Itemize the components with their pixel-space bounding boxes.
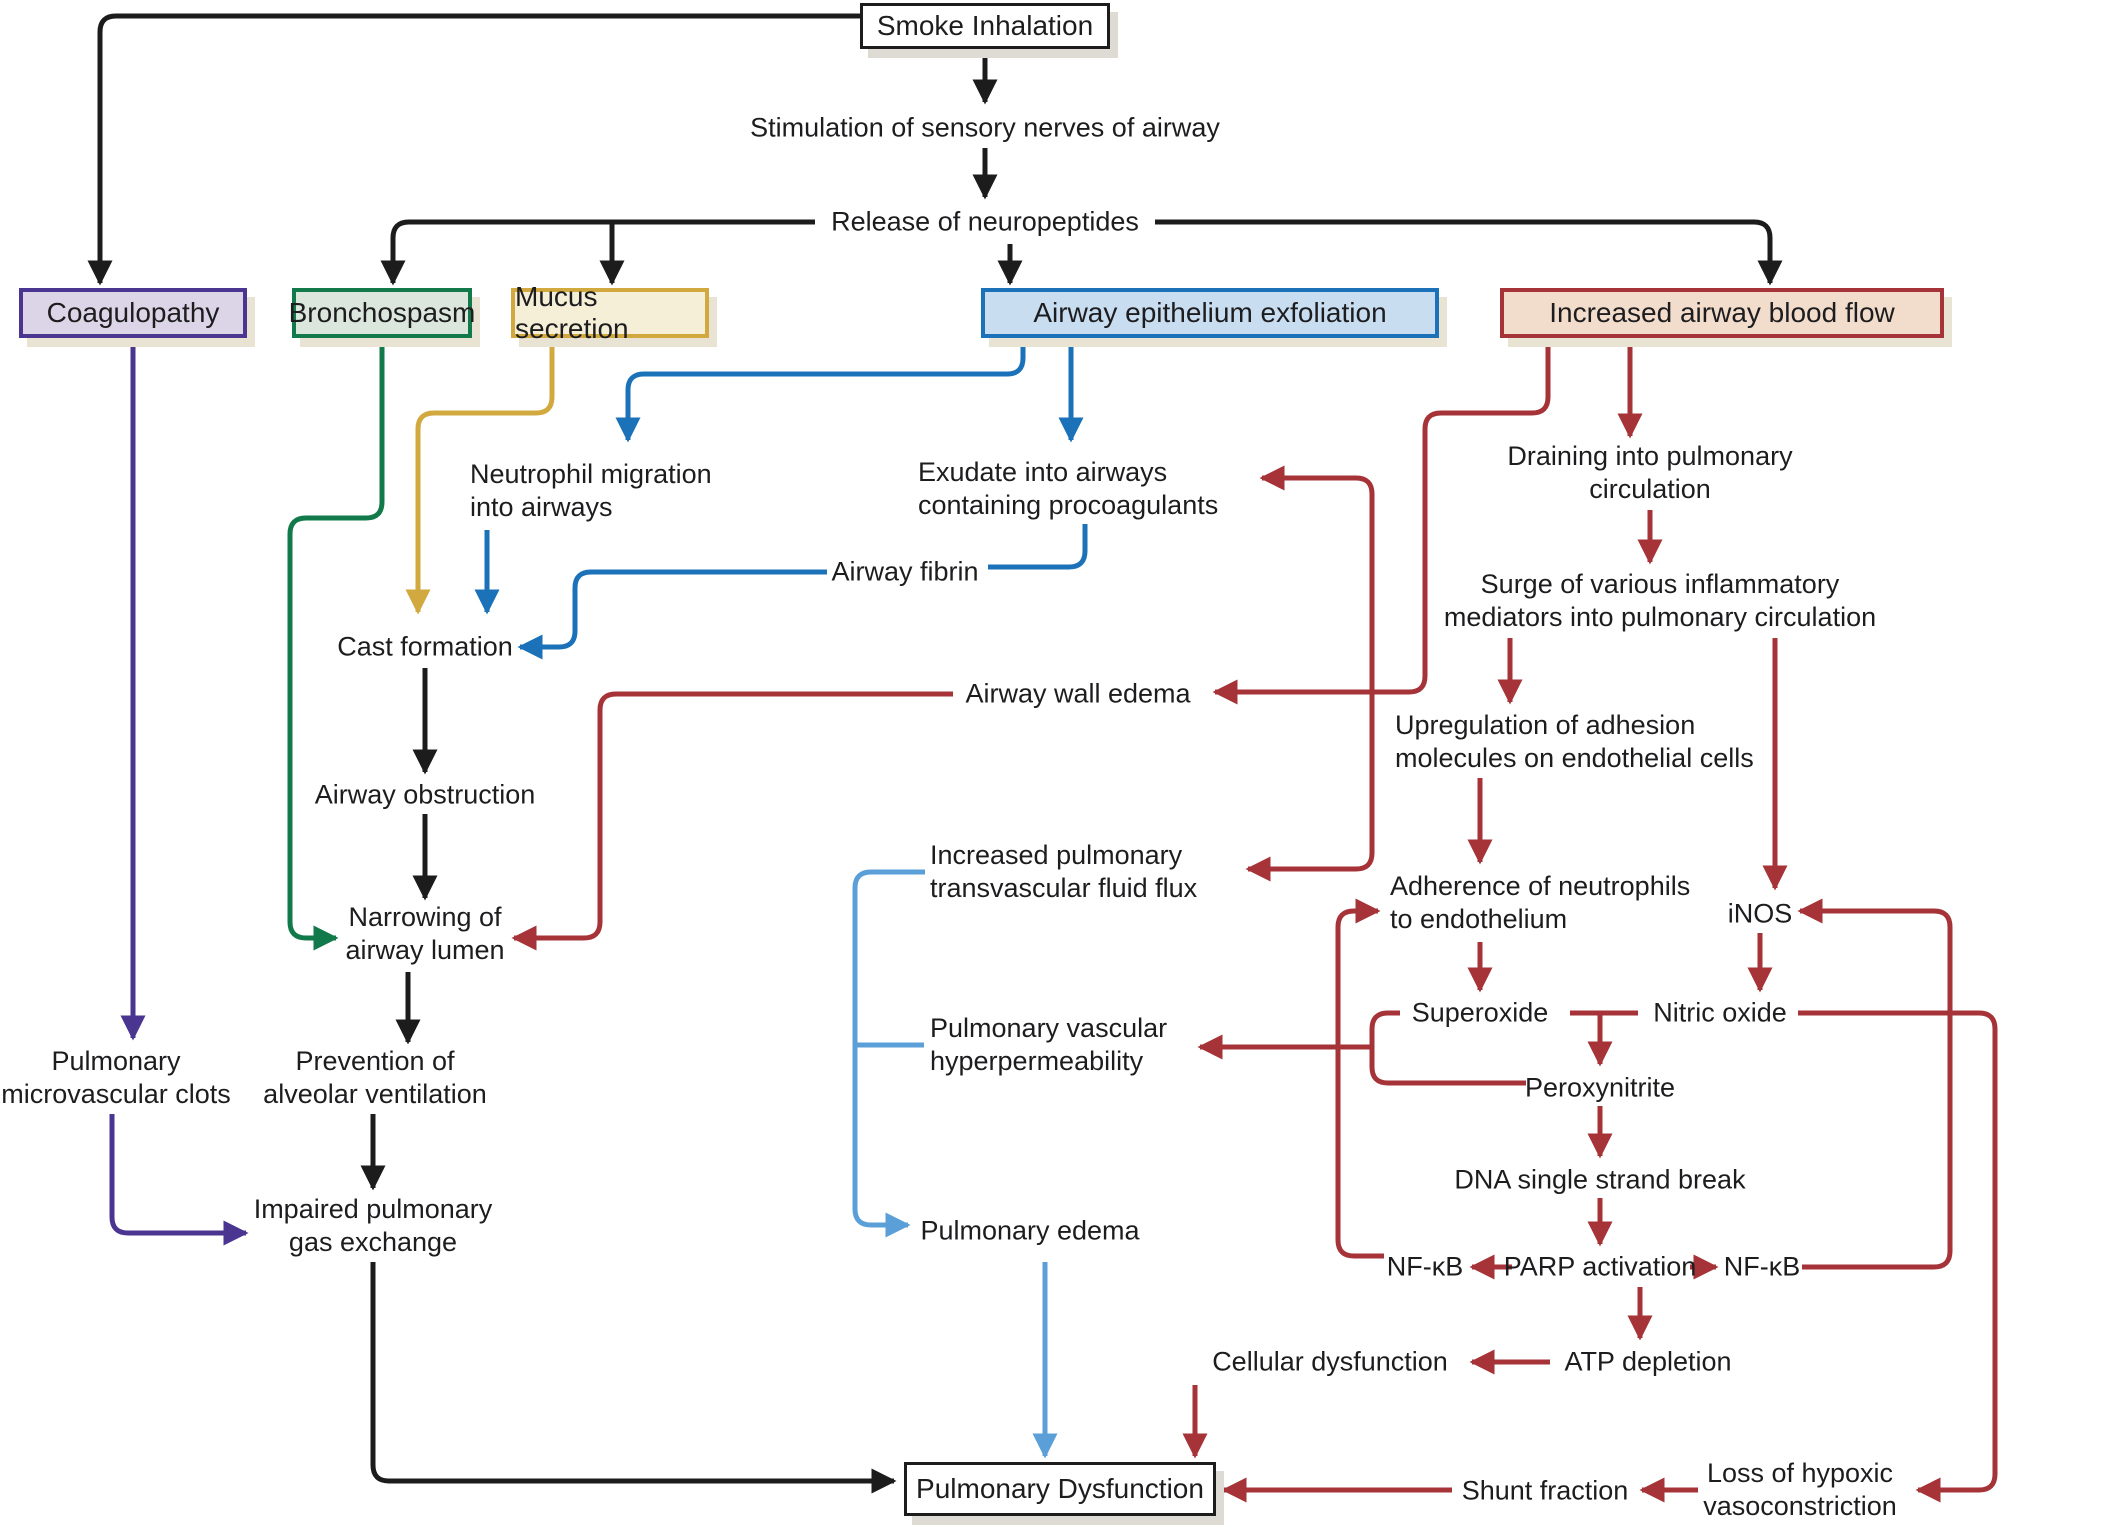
node-superoxide: Superoxide: [1411, 997, 1549, 1028]
node-hyperpermeability: Pulmonary vascular hyperpermeability: [930, 1013, 1168, 1076]
node-airway-obstruction: Airway obstruction: [314, 779, 536, 810]
edge-spine-exudate: [1259, 465, 1375, 692]
node-airway-wall-edema: Airway wall edema: [965, 678, 1191, 709]
node-nfkb-right: NF-κB: [1723, 1251, 1801, 1282]
node-increased-airway-blood-flow: Increased airway blood flow: [1500, 288, 1944, 338]
node-impaired-gas-exchange: Impaired pulmonary gas exchange: [253, 1194, 493, 1257]
node-cast-formation: Cast formation: [337, 631, 513, 662]
node-nitric-oxide: Nitric oxide: [1653, 997, 1787, 1028]
edge-release-incblood: [1155, 219, 1783, 286]
node-peroxynitrite: Peroxynitrite: [1524, 1072, 1676, 1103]
node-airway-epithelium-exfoliation: Airway epithelium exfoliation: [981, 288, 1439, 338]
node-draining: Draining into pulmonary circulation: [1507, 441, 1793, 504]
edge-smoke-coagulopathy: [87, 13, 860, 286]
node-neutrophil-migration: Neutrophil migration into airways: [470, 459, 712, 522]
node-cellular-dysfunction: Cellular dysfunction: [1212, 1346, 1448, 1377]
node-airway-fibrin: Airway fibrin: [831, 556, 979, 587]
node-microvascular-clots: Pulmonary microvascular clots: [1, 1046, 231, 1109]
node-release: Release of neuropeptides: [831, 206, 1139, 237]
node-upregulation: Upregulation of adhesion molecules on en…: [1395, 710, 1754, 773]
node-narrowing: Narrowing of airway lumen: [345, 902, 505, 965]
node-parp: PARP activation: [1503, 1251, 1697, 1282]
edge-nfkbleft-adherence-loop: [1335, 898, 1384, 1259]
edge-incblood-walledema: [1212, 340, 1551, 705]
edge-release-bronchospasm: [380, 219, 815, 286]
node-bronchospasm: Bronchospasm: [289, 288, 475, 338]
node-inos: iNOS: [1727, 898, 1793, 929]
node-shunt-fraction: Shunt fraction: [1461, 1475, 1629, 1506]
node-dna-break: DNA single strand break: [1454, 1164, 1746, 1195]
edge-spine-fluidflux: [1245, 692, 1375, 882]
node-nfkb-left: NF-κB: [1386, 1251, 1464, 1282]
node-pulmonary-dysfunction: Pulmonary Dysfunction: [904, 1462, 1216, 1516]
edge-walledema-narrowing: [511, 691, 953, 951]
edge-clots-impaired: [109, 1114, 249, 1246]
edge-mucus-cast: [405, 340, 555, 615]
node-fluid-flux: Increased pulmonary transvascular fluid …: [930, 840, 1198, 903]
node-prevention: Prevention of alveolar ventilation: [263, 1046, 487, 1109]
node-smoke: Smoke Inhalation: [860, 3, 1110, 49]
edge-fluidflux-edema-bracket: [852, 869, 925, 1238]
node-atp-depletion: ATP depletion: [1564, 1346, 1732, 1377]
node-pulmonary-edema: Pulmonary edema: [920, 1215, 1140, 1246]
node-mucus-secretion: Mucus secretion: [511, 281, 709, 344]
edge-nfkbright-inos-loop: [1797, 898, 1953, 1270]
node-surge: Surge of various inflammatory mediators …: [1443, 569, 1877, 632]
edge-exudate-fibrin: [988, 524, 1088, 570]
node-loss-hypoxic: Loss of hypoxic vasoconstriction: [1703, 1458, 1897, 1521]
node-stimulation: Stimulation of sensory nerves of airway: [750, 112, 1220, 143]
node-coagulopathy: Coagulopathy: [19, 288, 247, 338]
edge-nitric-losshypoxic-loop: [1798, 1010, 1998, 1503]
edge-impaired-pulmdys: [370, 1262, 897, 1494]
node-exudate: Exudate into airways containing procoagu…: [918, 457, 1219, 520]
node-adherence: Adherence of neutrophils to endothelium: [1390, 871, 1691, 934]
edge-epithelium-neutrophil: [615, 340, 1026, 443]
edge-bronchospasm-narrowing: [287, 340, 385, 951]
edge-fibrin-cast: [517, 569, 827, 660]
